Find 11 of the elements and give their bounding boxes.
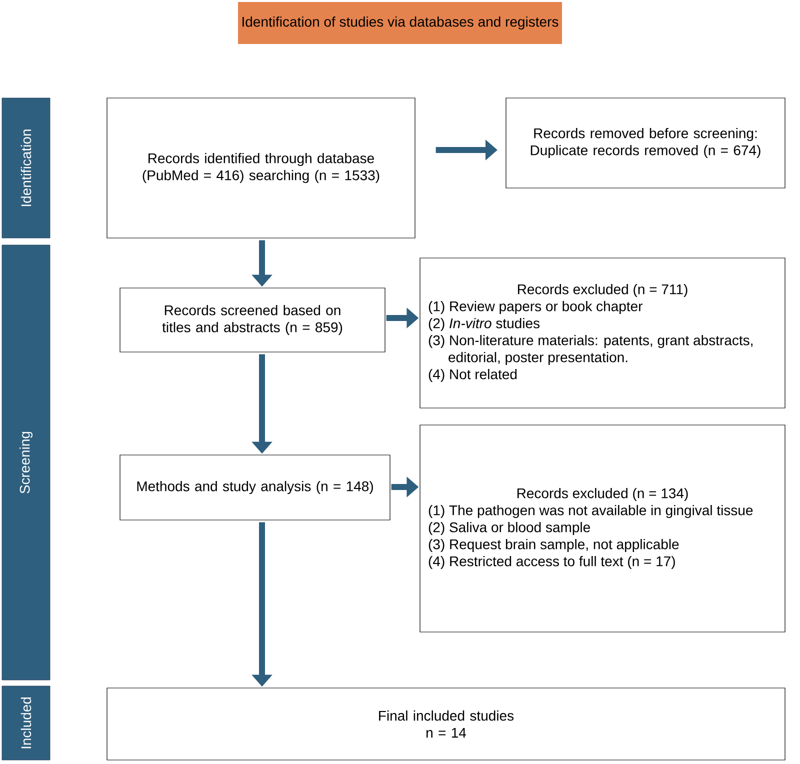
- stage-band: Identification: [2, 98, 50, 238]
- title-banner: Identification of studies via databases and registers: [238, 2, 562, 44]
- process-box: Records identified through database (PubMed = 416) searching (n = 1533): [106, 98, 416, 238]
- stage-band: Included: [2, 686, 50, 760]
- process-box: Methods and study analysis (n = 148): [120, 454, 390, 520]
- exclusion-box: Records excluded (n = 134) (1) The pathogen was not available in gingival tissue (2) Saliva or blood sample (3) Request brain sample, not applicable (4) Restricted access to full text (n = 17): [420, 424, 786, 632]
- process-box: Records removed before screening: Duplicate records removed (n = 674): [506, 98, 786, 188]
- process-box: Records screened based on titles and abstracts (n = 859): [120, 288, 386, 352]
- exclusion-box: Records excluded (n = 711) (1) Review papers or book chapter (2) In-vitro studies (3) Non-literature materials: patents, grant abstracts, editorial, poster presentation. (4) Not related: [420, 258, 786, 408]
- process-box: Final included studies n = 14: [106, 688, 786, 760]
- stage-band: Screening: [2, 244, 50, 680]
